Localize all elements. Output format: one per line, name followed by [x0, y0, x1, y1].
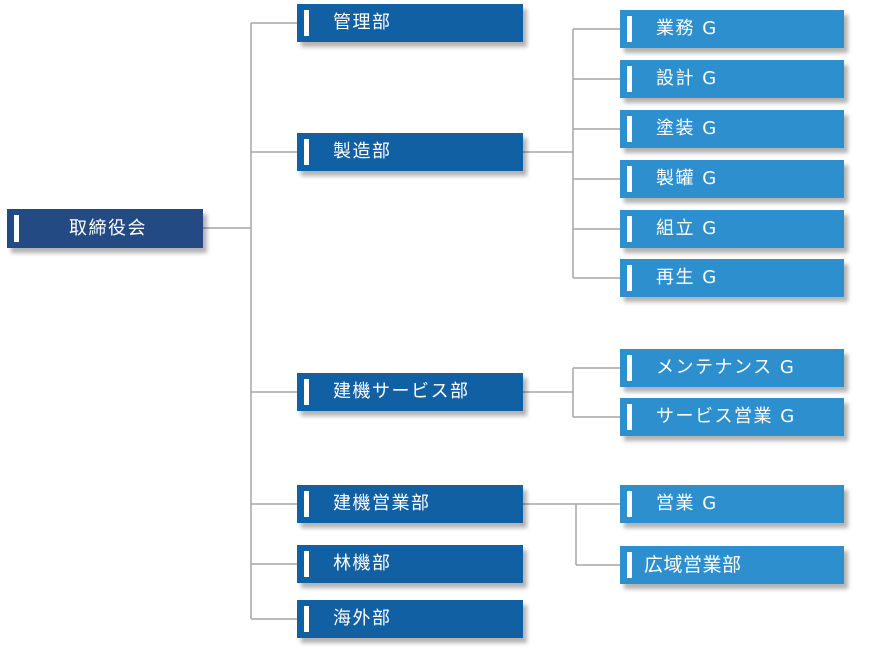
node-group-service-sales: サービス営業 G [620, 398, 844, 436]
node-dept-construction-machinery-sales: 建機営業部 [297, 485, 523, 523]
node-dept-construction-machinery-service: 建機サービス部 [297, 373, 523, 411]
node-accent-bar [627, 265, 632, 291]
node-label: 海外部 [333, 608, 392, 629]
node-label: 営業 G [656, 493, 718, 514]
node-group-design: 設計 G [620, 60, 844, 98]
node-accent-bar [627, 216, 632, 242]
node-label: 林機部 [333, 553, 392, 574]
node-accent-bar [627, 66, 632, 92]
node-label: 建機営業部 [333, 493, 431, 514]
node-label: 塗装 G [656, 118, 718, 139]
node-accent-bar [304, 379, 309, 405]
node-group-assembly: 組立 G [620, 210, 844, 248]
node-dept-forestry-machinery: 林機部 [297, 545, 523, 583]
node-label: 取締役会 [69, 217, 147, 239]
node-accent-bar [304, 10, 309, 36]
node-group-remanufacturing: 再生 G [620, 259, 844, 297]
node-dept-administration: 管理部 [297, 4, 523, 42]
node-dept-regional-sales: 広域営業部 [620, 546, 844, 584]
node-accent-bar [627, 116, 632, 142]
node-accent-bar [627, 404, 632, 430]
node-label: 組立 G [656, 218, 718, 239]
node-accent-bar [304, 606, 309, 632]
node-group-sales: 営業 G [620, 485, 844, 523]
node-group-canning: 製罐 G [620, 160, 844, 198]
node-label: 製造部 [333, 141, 392, 162]
node-label: 広域営業部 [644, 553, 742, 576]
node-label: 建機サービス部 [333, 381, 470, 402]
node-label: 設計 G [656, 68, 718, 89]
node-label: 業務 G [656, 18, 718, 39]
node-accent-bar [627, 491, 632, 517]
node-board-of-directors: 取締役会 [7, 209, 203, 248]
node-accent-bar [627, 166, 632, 192]
node-accent-bar [304, 491, 309, 517]
node-dept-overseas: 海外部 [297, 600, 523, 638]
node-group-painting: 塗装 G [620, 110, 844, 148]
node-label: 再生 G [656, 267, 718, 288]
node-accent-bar [627, 16, 632, 42]
node-label: メンテナンス G [656, 357, 796, 378]
node-label: サービス営業 G [656, 406, 796, 427]
node-accent-bar [627, 552, 632, 578]
node-label: 製罐 G [656, 168, 718, 189]
node-label: 管理部 [333, 12, 392, 33]
node-accent-bar [304, 139, 309, 165]
node-accent-bar [14, 215, 19, 242]
node-accent-bar [304, 551, 309, 577]
node-group-operations: 業務 G [620, 10, 844, 48]
node-dept-manufacturing: 製造部 [297, 133, 523, 171]
node-group-maintenance: メンテナンス G [620, 349, 844, 387]
node-accent-bar [627, 355, 632, 381]
